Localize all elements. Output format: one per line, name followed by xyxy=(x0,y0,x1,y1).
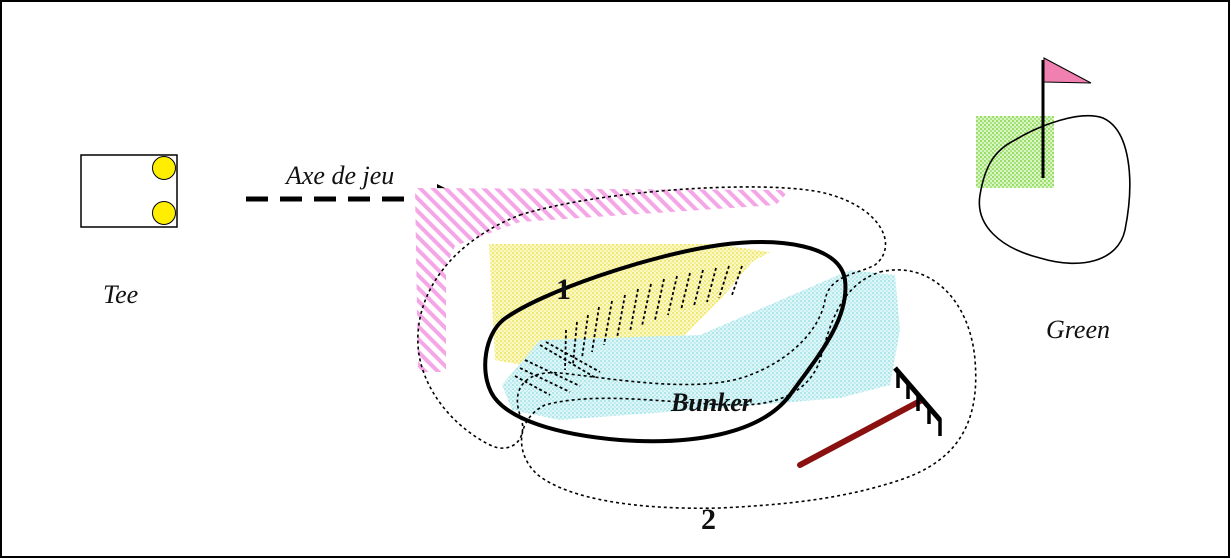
zone-2-number: 2 xyxy=(701,503,716,536)
tee-box-icon xyxy=(80,154,178,228)
pink-hatched-zone xyxy=(415,188,790,372)
rake-icon xyxy=(797,366,942,468)
flag-icon xyxy=(1041,57,1092,178)
zone-1-outline xyxy=(417,186,887,449)
bunker-outline xyxy=(483,240,848,444)
green-area xyxy=(976,57,1131,265)
tee-marker xyxy=(152,201,176,225)
tee-marker xyxy=(152,156,176,180)
tee-label: Tee xyxy=(103,280,138,309)
green-label: Green xyxy=(1046,315,1110,344)
rake-marks xyxy=(514,265,743,396)
green-outline xyxy=(978,114,1131,265)
green-fringe xyxy=(976,116,1054,188)
bunker-label: Bunker xyxy=(670,388,753,417)
zone-2-outline xyxy=(520,269,977,510)
play-axis-label: Axe de jeu xyxy=(284,161,394,190)
zone-1-number: 1 xyxy=(556,273,571,306)
